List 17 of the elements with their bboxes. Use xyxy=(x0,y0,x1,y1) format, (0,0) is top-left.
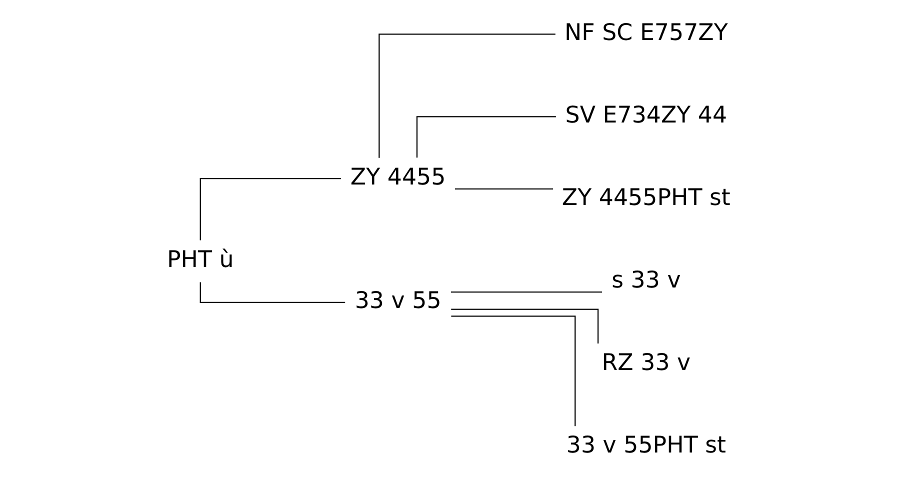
connector xyxy=(416,116,556,158)
node-text: s 33 v xyxy=(612,266,681,293)
node-text: 33 v 55PHT st xyxy=(566,432,726,458)
node-text: ZY 4455PHT st xyxy=(562,184,730,210)
node-text: SV E734ZY 44 xyxy=(565,102,728,128)
node-text: RZ 33 v xyxy=(602,350,691,376)
connector xyxy=(451,315,576,426)
connector xyxy=(200,282,346,302)
node-text: NF SC E757ZY xyxy=(564,19,728,46)
connector xyxy=(455,188,554,189)
connector xyxy=(451,291,602,292)
connector xyxy=(451,308,599,343)
node-text: 33 v 55 xyxy=(354,288,442,314)
connector xyxy=(378,33,556,158)
connector xyxy=(200,178,341,240)
node-text: PHT ù xyxy=(166,246,234,272)
node-text: ZY 4455 xyxy=(350,164,446,190)
